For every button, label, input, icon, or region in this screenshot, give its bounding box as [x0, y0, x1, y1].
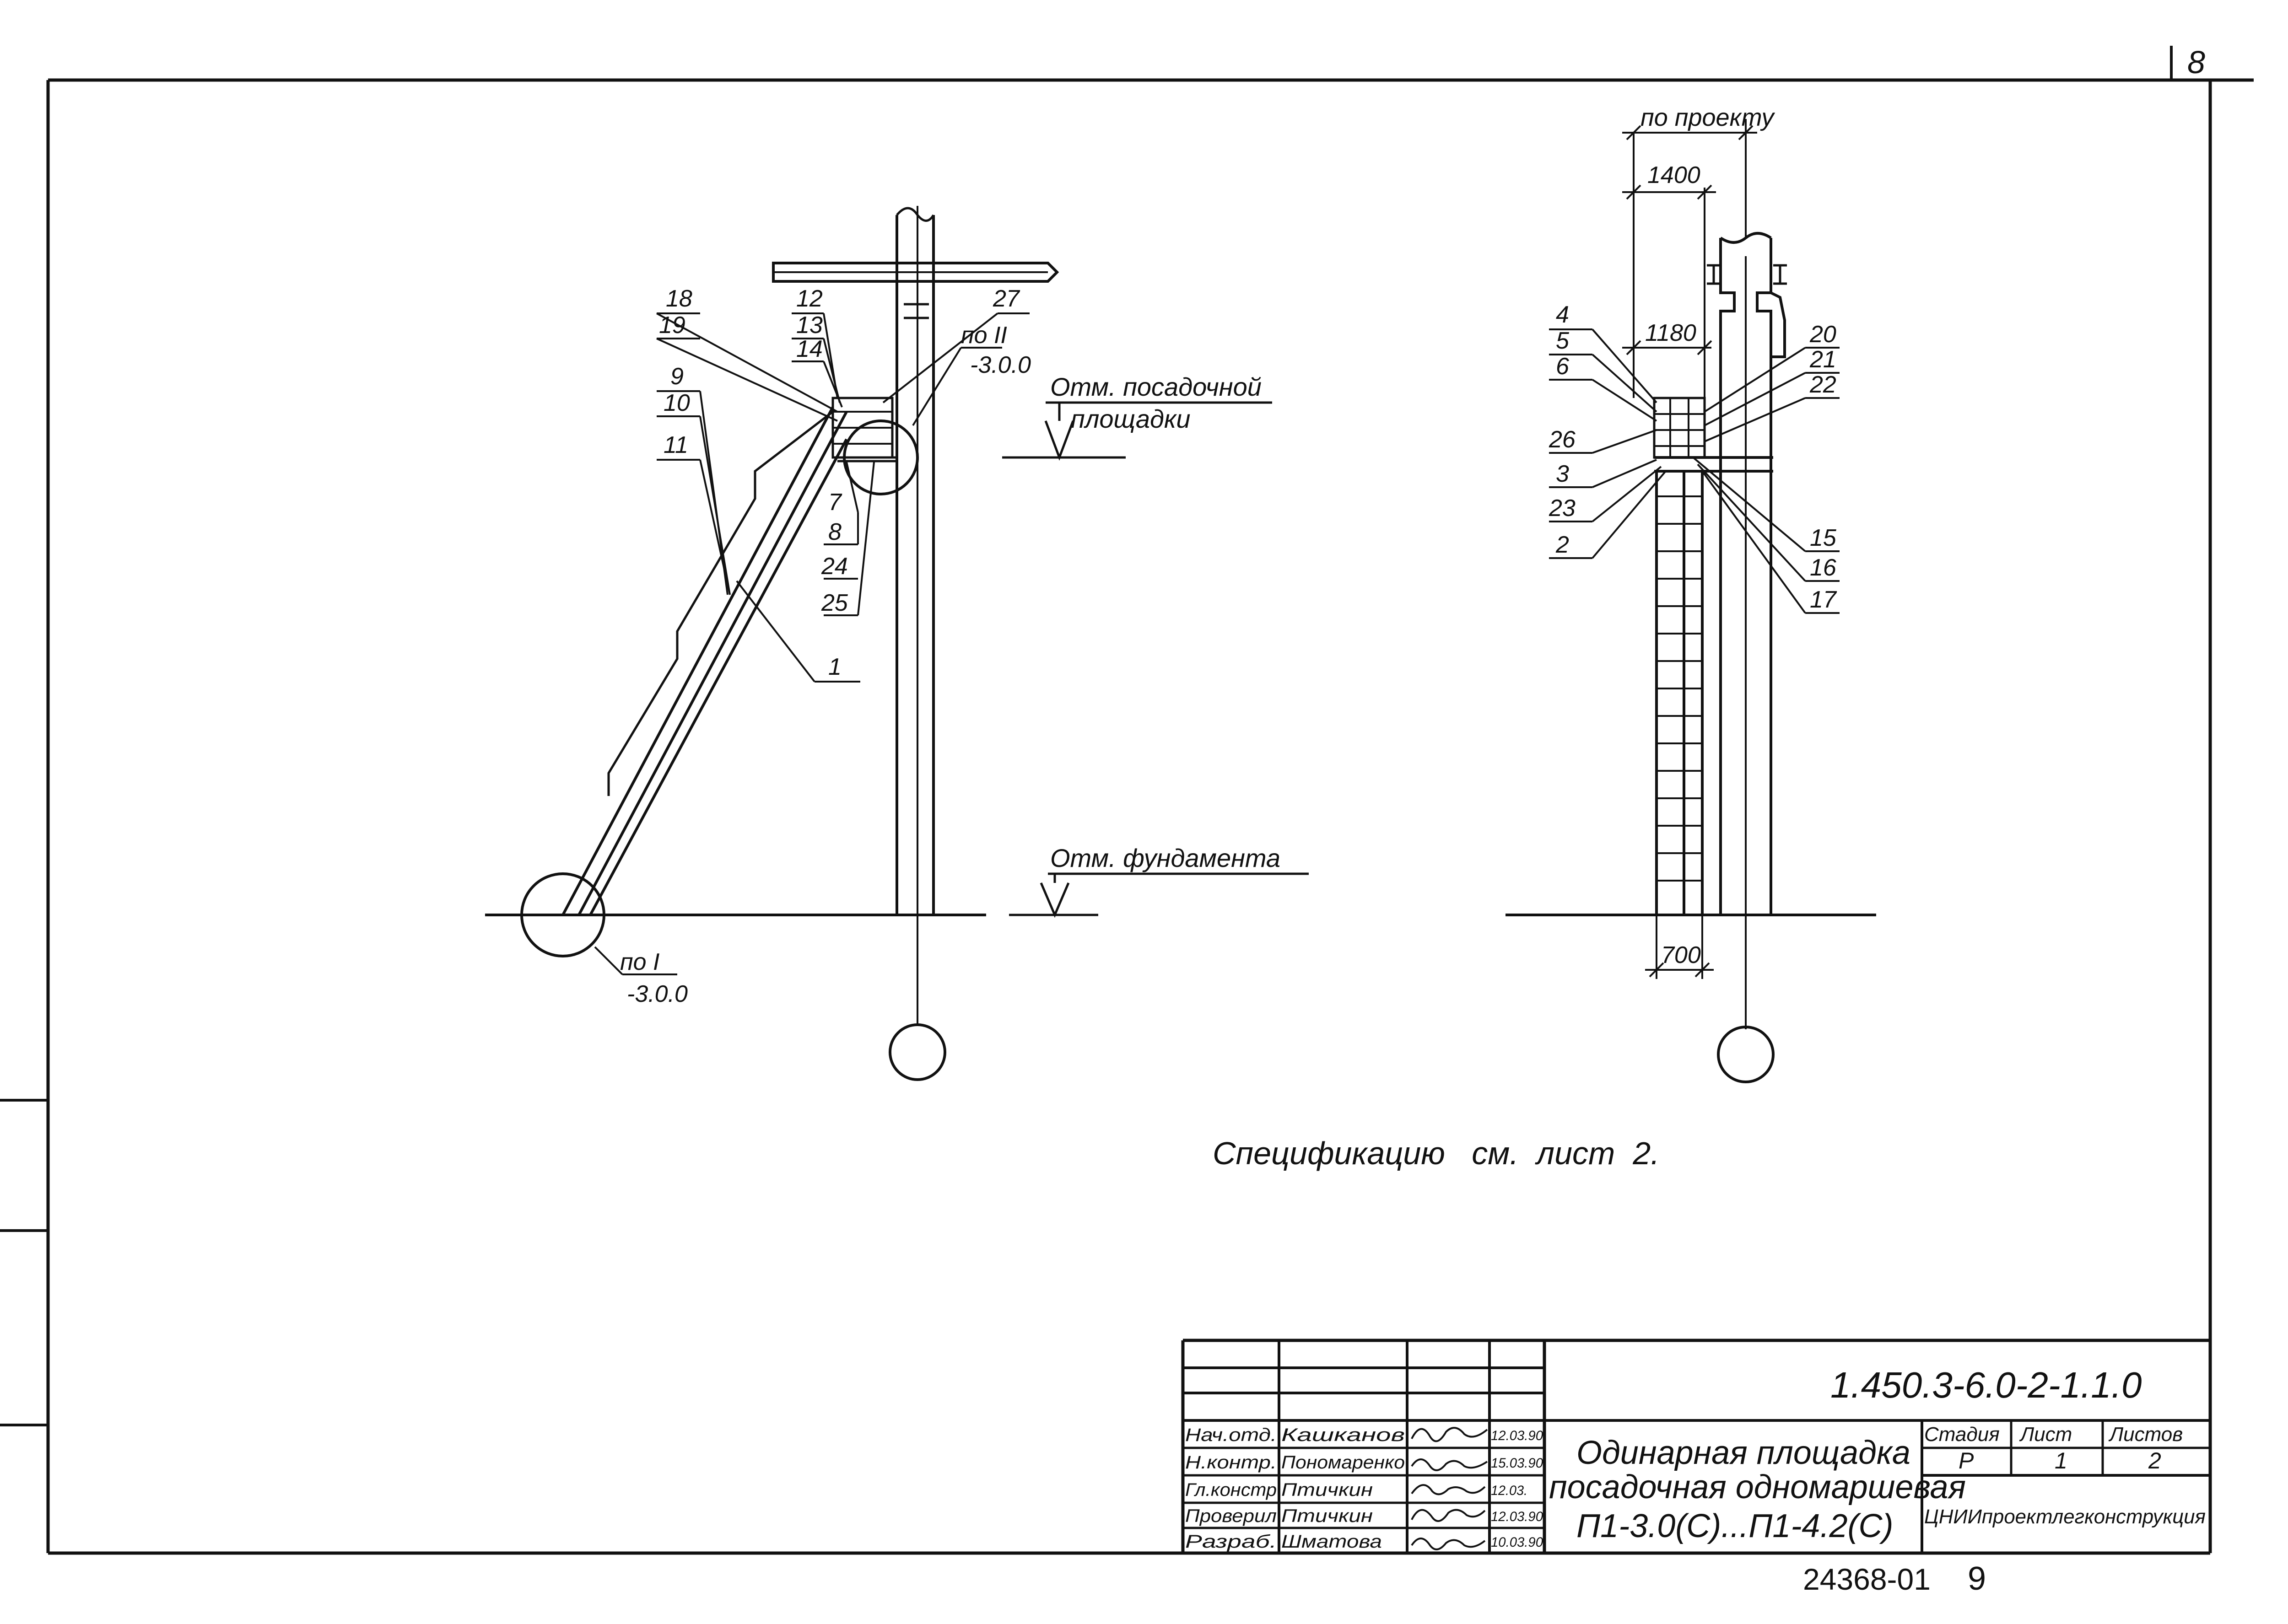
date-norm-control: 15.03.90: [1491, 1456, 1543, 1471]
right-view-front-elevation: [1506, 119, 1876, 1083]
landing-level-label-line1: Отм. посадочной: [1050, 372, 1262, 401]
callout-13: 13: [796, 312, 823, 339]
stage-header: Стадия: [1924, 1423, 2000, 1446]
name-chief-designer: Птичкин: [1281, 1480, 1373, 1500]
title-line-3: П1-3.0(С)...П1-4.2(С): [1576, 1508, 1893, 1544]
organization-name: ЦНИИпроектлегконструкция: [1924, 1506, 2206, 1528]
dimension-1180: 1180: [1645, 320, 1696, 346]
callout-27: 27: [993, 285, 1020, 312]
stage-value: Р: [1959, 1448, 1974, 1473]
left-view-side-elevation: [485, 206, 1309, 1081]
callout-1: 1: [828, 654, 842, 680]
callout-9: 9: [670, 363, 684, 390]
role-norm-control: Н.контр.: [1185, 1452, 1277, 1473]
callout-22: 22: [1809, 371, 1836, 398]
callout-17: 17: [1810, 586, 1837, 613]
node-ii-reference: по II: [961, 322, 1007, 349]
sheets-value: 2: [2148, 1448, 2161, 1473]
drawing-code: 1.450.3-6.0-2-1.1.0: [1830, 1365, 2142, 1405]
name-developed: Шматова: [1281, 1532, 1382, 1552]
callout-20: 20: [1809, 321, 1836, 348]
foundation-level-label: Отм. фундамента: [1050, 844, 1280, 872]
callout-11: 11: [664, 432, 688, 458]
callout-24: 24: [821, 553, 848, 580]
name-checked: Птичкин: [1281, 1506, 1373, 1526]
node-i-reference: по I: [620, 949, 659, 975]
node-ii-sheet: -3.0.0: [970, 352, 1031, 378]
callout-7: 7: [828, 489, 842, 516]
callout-12: 12: [796, 285, 823, 312]
role-chief-designer: Гл.констр: [1185, 1480, 1277, 1500]
callout-25: 25: [821, 590, 848, 616]
sheet-frame: [0, 46, 2254, 1555]
landing-level-label-line2: площадки: [1071, 404, 1191, 433]
node-i-sheet: -3.0.0: [627, 981, 688, 1007]
inventory-number: 24368-01: [1803, 1562, 1931, 1596]
callout-2: 2: [1555, 532, 1569, 558]
callout-15: 15: [1810, 525, 1837, 551]
title-line-1: Одинарная площадка: [1576, 1435, 1910, 1471]
role-checked: Проверил: [1185, 1506, 1277, 1526]
specification-note: Спецификацию см. лист 2.: [1213, 1135, 1660, 1171]
date-chief-designer: 12.03.: [1491, 1483, 1527, 1498]
dimension-by-project: по проекту: [1640, 104, 1775, 131]
dimension-1400: 1400: [1647, 162, 1700, 188]
title-block: [1181, 1339, 2210, 1553]
date-checked: 12.03.90: [1491, 1509, 1543, 1524]
callout-18: 18: [666, 285, 692, 312]
role-developed: Разраб.: [1185, 1532, 1277, 1552]
callout-6: 6: [1556, 353, 1569, 380]
sheet-value: 1: [2055, 1448, 2067, 1473]
ladder-rungs: [1657, 495, 1702, 882]
sheet-number: 8: [2187, 44, 2205, 80]
dimension-700: 700: [1661, 942, 1701, 968]
sheets-header: Листов: [2108, 1423, 2183, 1446]
role-head-of-dept: Нач.отд.: [1185, 1425, 1277, 1445]
date-developed: 10.03.90: [1491, 1535, 1543, 1550]
sheet-header: Лист: [2019, 1423, 2072, 1446]
callout-10: 10: [664, 390, 690, 416]
callout-19: 19: [659, 312, 685, 339]
format-number: 9: [1968, 1560, 1986, 1597]
name-norm-control: Пономаренко: [1281, 1452, 1405, 1473]
callout-21: 21: [1809, 346, 1836, 373]
callout-8: 8: [828, 519, 842, 545]
title-line-2: посадочная одномаршевая: [1549, 1469, 1966, 1506]
callout-4: 4: [1556, 301, 1569, 328]
callout-16: 16: [1810, 554, 1836, 581]
callout-14: 14: [796, 336, 823, 362]
signatures: [1411, 1427, 1488, 1550]
callout-5: 5: [1556, 328, 1570, 354]
callout-3: 3: [1556, 461, 1569, 487]
callout-26: 26: [1549, 426, 1576, 453]
callout-23: 23: [1549, 495, 1576, 522]
date-head-of-dept: 12.03.90: [1491, 1428, 1543, 1443]
name-head-of-dept: Кашканов: [1281, 1425, 1405, 1445]
